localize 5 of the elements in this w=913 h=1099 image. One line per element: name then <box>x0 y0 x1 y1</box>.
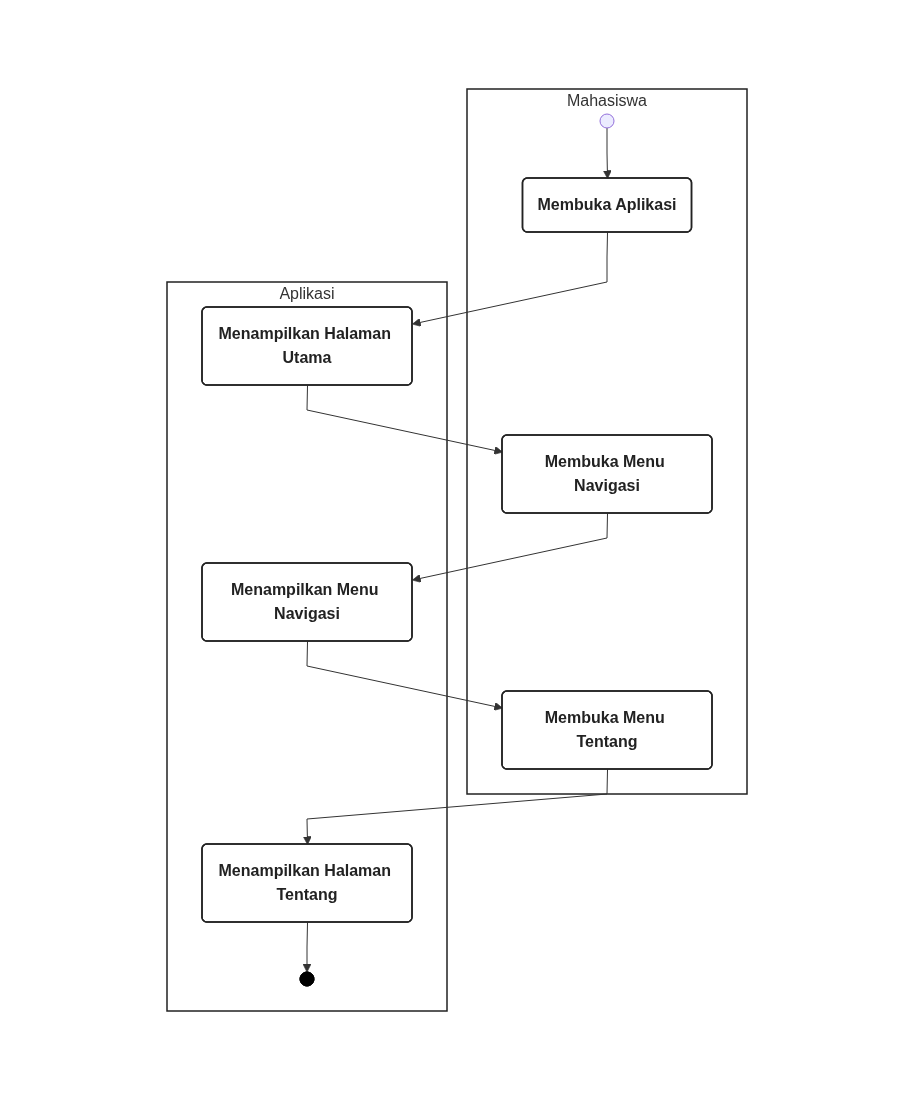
arrow <box>411 231 608 327</box>
arrow <box>302 768 608 845</box>
arrow <box>602 127 612 179</box>
node-circle <box>599 113 614 128</box>
arrow <box>411 512 608 583</box>
